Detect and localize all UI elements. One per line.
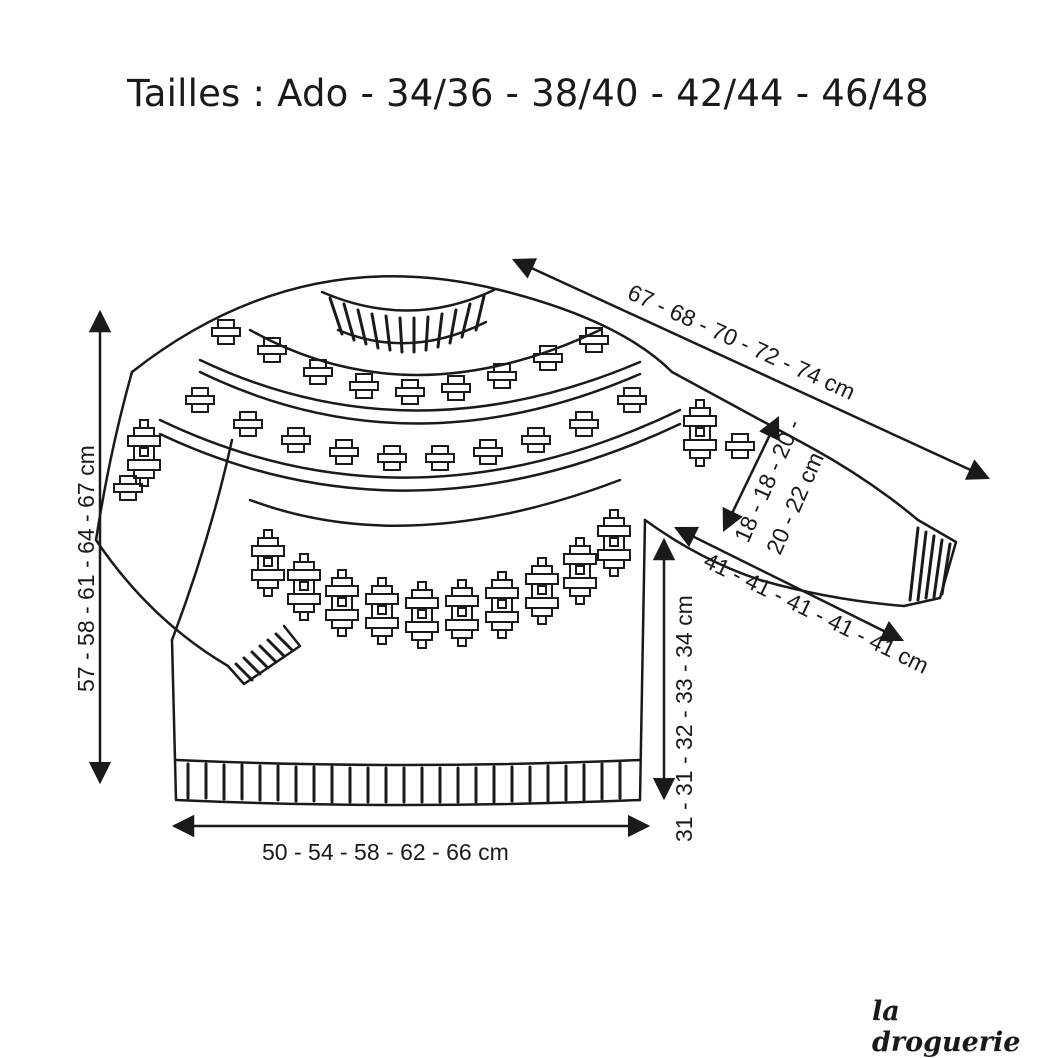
underarm-sleeve-label: 41 - 41 - 41 - 41 - 41 cm <box>700 547 933 679</box>
body-outline <box>170 518 647 807</box>
left-cuff-ribbing <box>234 632 294 682</box>
hem-ribbing <box>186 761 622 804</box>
sleeve-length-arrow <box>511 258 991 480</box>
hem-ribbing-line <box>174 758 642 767</box>
page-title: Tailles : Ado - 34/36 - 38/40 - 42/44 - … <box>127 72 929 115</box>
body-length-label: 31 - 31 - 32 - 33 - 34 cm <box>671 595 697 842</box>
yoke-band-5 <box>158 422 682 492</box>
body-width-label: 50 - 54 - 58 - 62 - 66 cm <box>262 839 509 865</box>
neckline-outer <box>320 288 496 312</box>
brand-logo: la droguerie <box>872 996 1021 1058</box>
yoke-band-1 <box>248 328 602 377</box>
yoke-band-6 <box>248 478 622 527</box>
left-sleeve-outline <box>94 370 230 668</box>
total-length-label: 57 - 58 - 61 - 64 - 67 cm <box>73 445 99 692</box>
right-cuff-ribbing <box>908 526 952 602</box>
right-cuff <box>902 518 958 608</box>
dimension-arrows <box>88 258 991 838</box>
neckline-inner <box>336 320 488 345</box>
yoke-band-3 <box>198 370 642 425</box>
sleeve-length-label: 67 - 68 - 70 - 72 - 74 cm <box>624 279 859 405</box>
neck-ribbing <box>328 294 486 354</box>
armhole-depth-arrow <box>722 415 780 533</box>
left-sleeve-inner <box>170 438 234 642</box>
yoke-band-2 <box>198 358 642 412</box>
left-cuff <box>226 624 302 686</box>
sweater-drawing <box>94 275 958 807</box>
underarm-sleeve-arrow <box>673 526 905 642</box>
yoke-pattern <box>113 319 755 649</box>
yoke-outline <box>130 275 674 374</box>
